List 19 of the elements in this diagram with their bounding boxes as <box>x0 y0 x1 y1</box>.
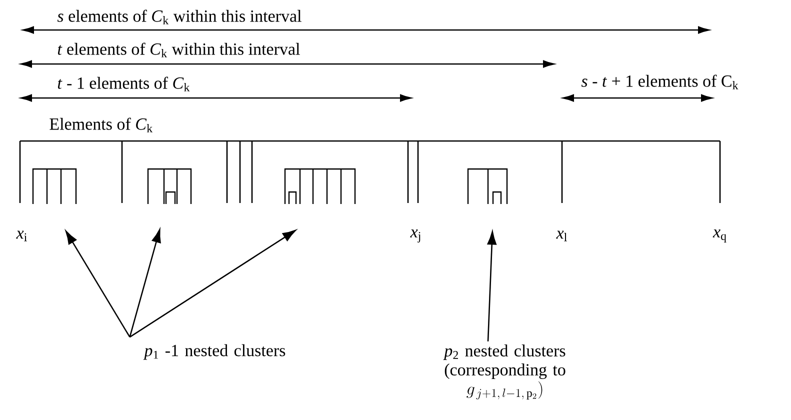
arrow <box>129 230 296 338</box>
nested-cluster-drawing <box>284 168 356 205</box>
dimension-label: t elements of C$_{k}$ within this interval <box>58 42 300 58</box>
point-label: x$_{i}$ <box>16 230 27 242</box>
dimension-label: t - 1 elements of C$_{k}$ <box>58 76 190 92</box>
point-label: x$_{j}$ <box>410 230 420 242</box>
caption-text: p$_{2}$ nested clusters (corresponding to $g_{\,j+1,\, l-1,\, \mathrm{p}_2})$ <box>443 344 566 400</box>
nested-cluster-drawing <box>467 168 508 205</box>
point-label: x$_{l}$ <box>556 230 567 242</box>
arrow <box>487 231 496 342</box>
dimension-label: s elements of C$_{k}$ within this interval <box>57 10 302 24</box>
ruler-label: Elements of C$_{k}$ <box>50 118 153 132</box>
caption-text: p$_{1}$ -1 nested clusters <box>143 344 286 360</box>
nested-cluster-drawing <box>32 168 77 205</box>
nested-cluster-drawing <box>147 168 192 205</box>
arrow <box>66 230 130 338</box>
point-label: x$_{q}$ <box>712 230 726 242</box>
arrow <box>129 229 161 338</box>
dimension-label: s - t + 1 elements of C$_{k}$ <box>581 74 738 90</box>
